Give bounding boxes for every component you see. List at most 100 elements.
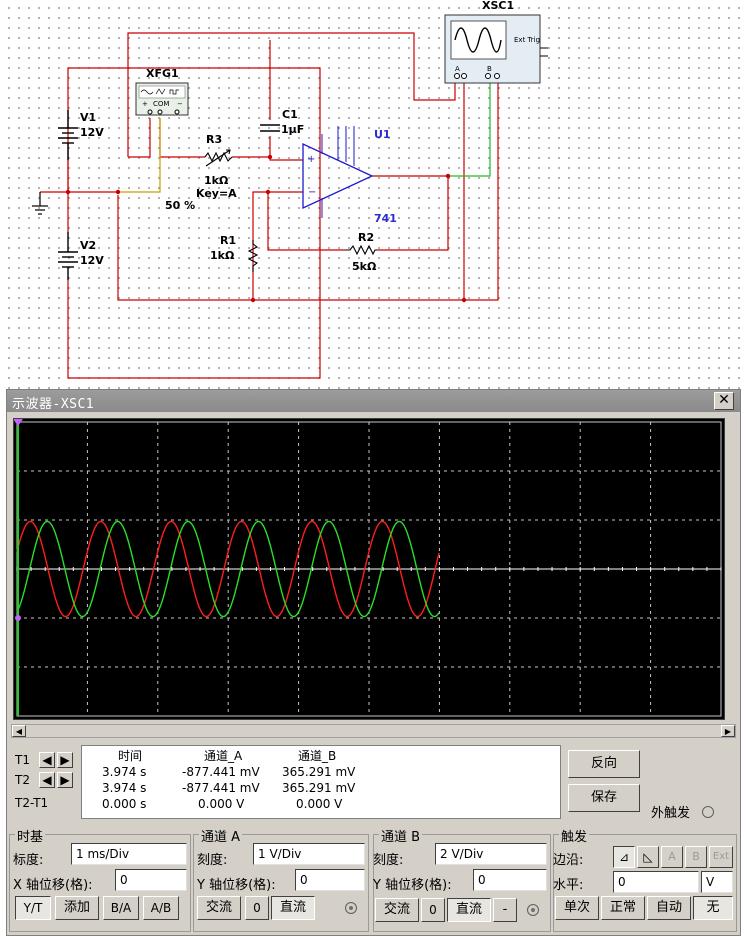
timebase-scale-field[interactable]: 1 ms/Div [71,843,187,865]
t2-label: T2 [15,773,30,787]
channel-b-zero-button[interactable]: 0 [421,898,445,922]
timebase-xpos-field[interactable]: 0 [115,869,187,891]
trigger-single-button[interactable]: 单次 [555,896,599,920]
col-channel-b: 通道_B [298,749,337,763]
trigger-ext-button[interactable]: Ext [709,846,733,868]
t2t1-channel-a: 0.000 V [198,797,245,811]
trigger-auto-button[interactable]: 自动 [647,896,691,920]
t1-time: 3.974 s [102,765,147,779]
ext-trig-label: Ext Trig [514,36,540,44]
ext-trigger-terminal-icon[interactable] [702,806,714,818]
channel-b-ypos-field[interactable]: 0 [473,869,547,891]
v1-name: V1 [80,111,96,124]
ground-symbol [32,192,48,215]
t2t1-label: T2-T1 [15,796,49,810]
trigger-normal-button[interactable]: 正常 [601,896,645,920]
t1-label: T1 [15,753,30,767]
trigger-none-button[interactable]: 无 [693,896,733,920]
wires-red [40,32,499,379]
close-button[interactable]: ✕ [714,392,734,410]
battery-v2[interactable] [58,232,78,280]
c1-value: 1μF [281,123,304,136]
wire-yellow [118,118,161,193]
svg-text:+: + [142,100,148,108]
r1-name: R1 [220,234,236,247]
channel-b-scale-label: 刻度: [373,853,404,868]
potentiometer-r3[interactable] [204,149,233,167]
save-button[interactable]: 保存 [568,784,640,812]
u1-name: U1 [374,128,391,141]
timebase-xpos-label: X 轴位移(格): [13,878,93,893]
capacitor-c1[interactable] [260,124,280,132]
channel-a-scale-field[interactable]: 1 V/Div [253,843,365,865]
t2-channel-b: 365.291 mV [282,781,356,795]
col-channel-a: 通道_A [204,749,243,763]
falling-edge-icon[interactable]: ◺ [637,846,659,868]
channel-a-ypos-field[interactable]: 0 [295,869,365,891]
title-bar[interactable]: 示波器-XSC1 ✕ [7,390,740,412]
scope-screen[interactable] [13,418,725,720]
t2-right-arrow-icon[interactable]: ▶ [57,772,73,788]
channel-b-title: 通道 B [379,826,423,845]
trigger-marker-icon [15,615,21,621]
channel-a-group [193,834,369,932]
r2-name: R2 [358,231,374,244]
battery-v1[interactable] [58,110,78,160]
r3-name: R3 [206,133,222,146]
channel-b-minus-button[interactable]: - [493,898,517,922]
xsc-b-label: B [487,65,492,73]
xsc-a-label: A [455,65,460,73]
v1-value: 12V [80,126,104,139]
trigger-b-button[interactable]: B [685,846,707,868]
resistor-r1[interactable] [247,240,259,272]
channel-a-dc-button[interactable]: 直流 [271,896,315,920]
oscilloscope-xsc1[interactable] [444,14,548,84]
channel-a-zero-button[interactable]: 0 [245,896,269,920]
r3-key: Key=A [196,187,237,200]
t2-left-arrow-icon[interactable]: ◀ [39,772,55,788]
junctions [65,154,467,303]
t1-channel-a: -877.441 mV [182,765,260,779]
channel-b-scale-field[interactable]: 2 V/Div [435,843,547,865]
scroll-left-icon[interactable]: ◀ [12,725,26,737]
channel-a-terminal-icon[interactable] [345,902,357,914]
channel-b-terminal-icon[interactable] [527,904,539,916]
function-generator-xfg1[interactable] [135,82,189,116]
scope-display [13,419,722,717]
ext-trigger-label: 外触发 [651,806,691,821]
channel-b-ac-button[interactable]: 交流 [375,898,419,922]
horizontal-scrollbar[interactable]: ◀ ▶ [11,724,736,738]
trigger-edge-label: 边沿: [553,853,584,868]
col-time: 时间 [118,749,143,763]
ba-mode-button[interactable]: B/A [103,896,139,920]
t1-right-arrow-icon[interactable]: ▶ [57,752,73,768]
r1-value: 1kΩ [210,249,235,262]
ab-mode-button[interactable]: A/B [143,896,179,920]
yt-mode-button[interactable]: Y/T [15,896,51,920]
reverse-button[interactable]: 反向 [568,750,640,778]
channel-b-ypos-label: Y 轴位移(格): [373,878,452,893]
channel-b-dc-button[interactable]: 直流 [447,898,491,922]
xfg1-name: XFG1 [146,67,179,80]
scroll-right-icon[interactable]: ▶ [721,725,735,737]
schematic-canvas[interactable]: V1 12V V2 12V XFG1 + COM − R3 [0,0,747,390]
opamp-u1[interactable]: + − [302,126,374,218]
trigger-group [553,834,737,932]
u1-model: 741 [374,212,397,225]
oscilloscope-window: 示波器-XSC1 ✕ ◀ ▶ T1 ◀ ▶ T2 ◀ ▶ T2-T1 时间 通道… [6,389,741,936]
trigger-title: 触发 [559,826,590,845]
trigger-level-unit[interactable]: V [701,871,733,893]
t1-channel-b: 365.291 mV [282,765,356,779]
rising-edge-icon[interactable]: ⊿ [613,846,635,868]
resistor-r2[interactable] [345,244,378,256]
svg-text:−: − [177,100,183,108]
t1-left-arrow-icon[interactable]: ◀ [39,752,55,768]
cursor-readout-table: 时间 通道_A 通道_B 3.974 s -877.441 mV 365.291… [81,745,561,819]
add-mode-button[interactable]: 添加 [55,896,99,920]
trigger-a-button[interactable]: A [661,846,683,868]
channel-a-ac-button[interactable]: 交流 [197,896,241,920]
svg-text:−: − [308,187,316,198]
trigger-level-field[interactable]: 0 [613,871,699,893]
wire-green [448,82,491,177]
circuit-diagram: V1 12V V2 12V XFG1 + COM − R3 [32,0,548,379]
